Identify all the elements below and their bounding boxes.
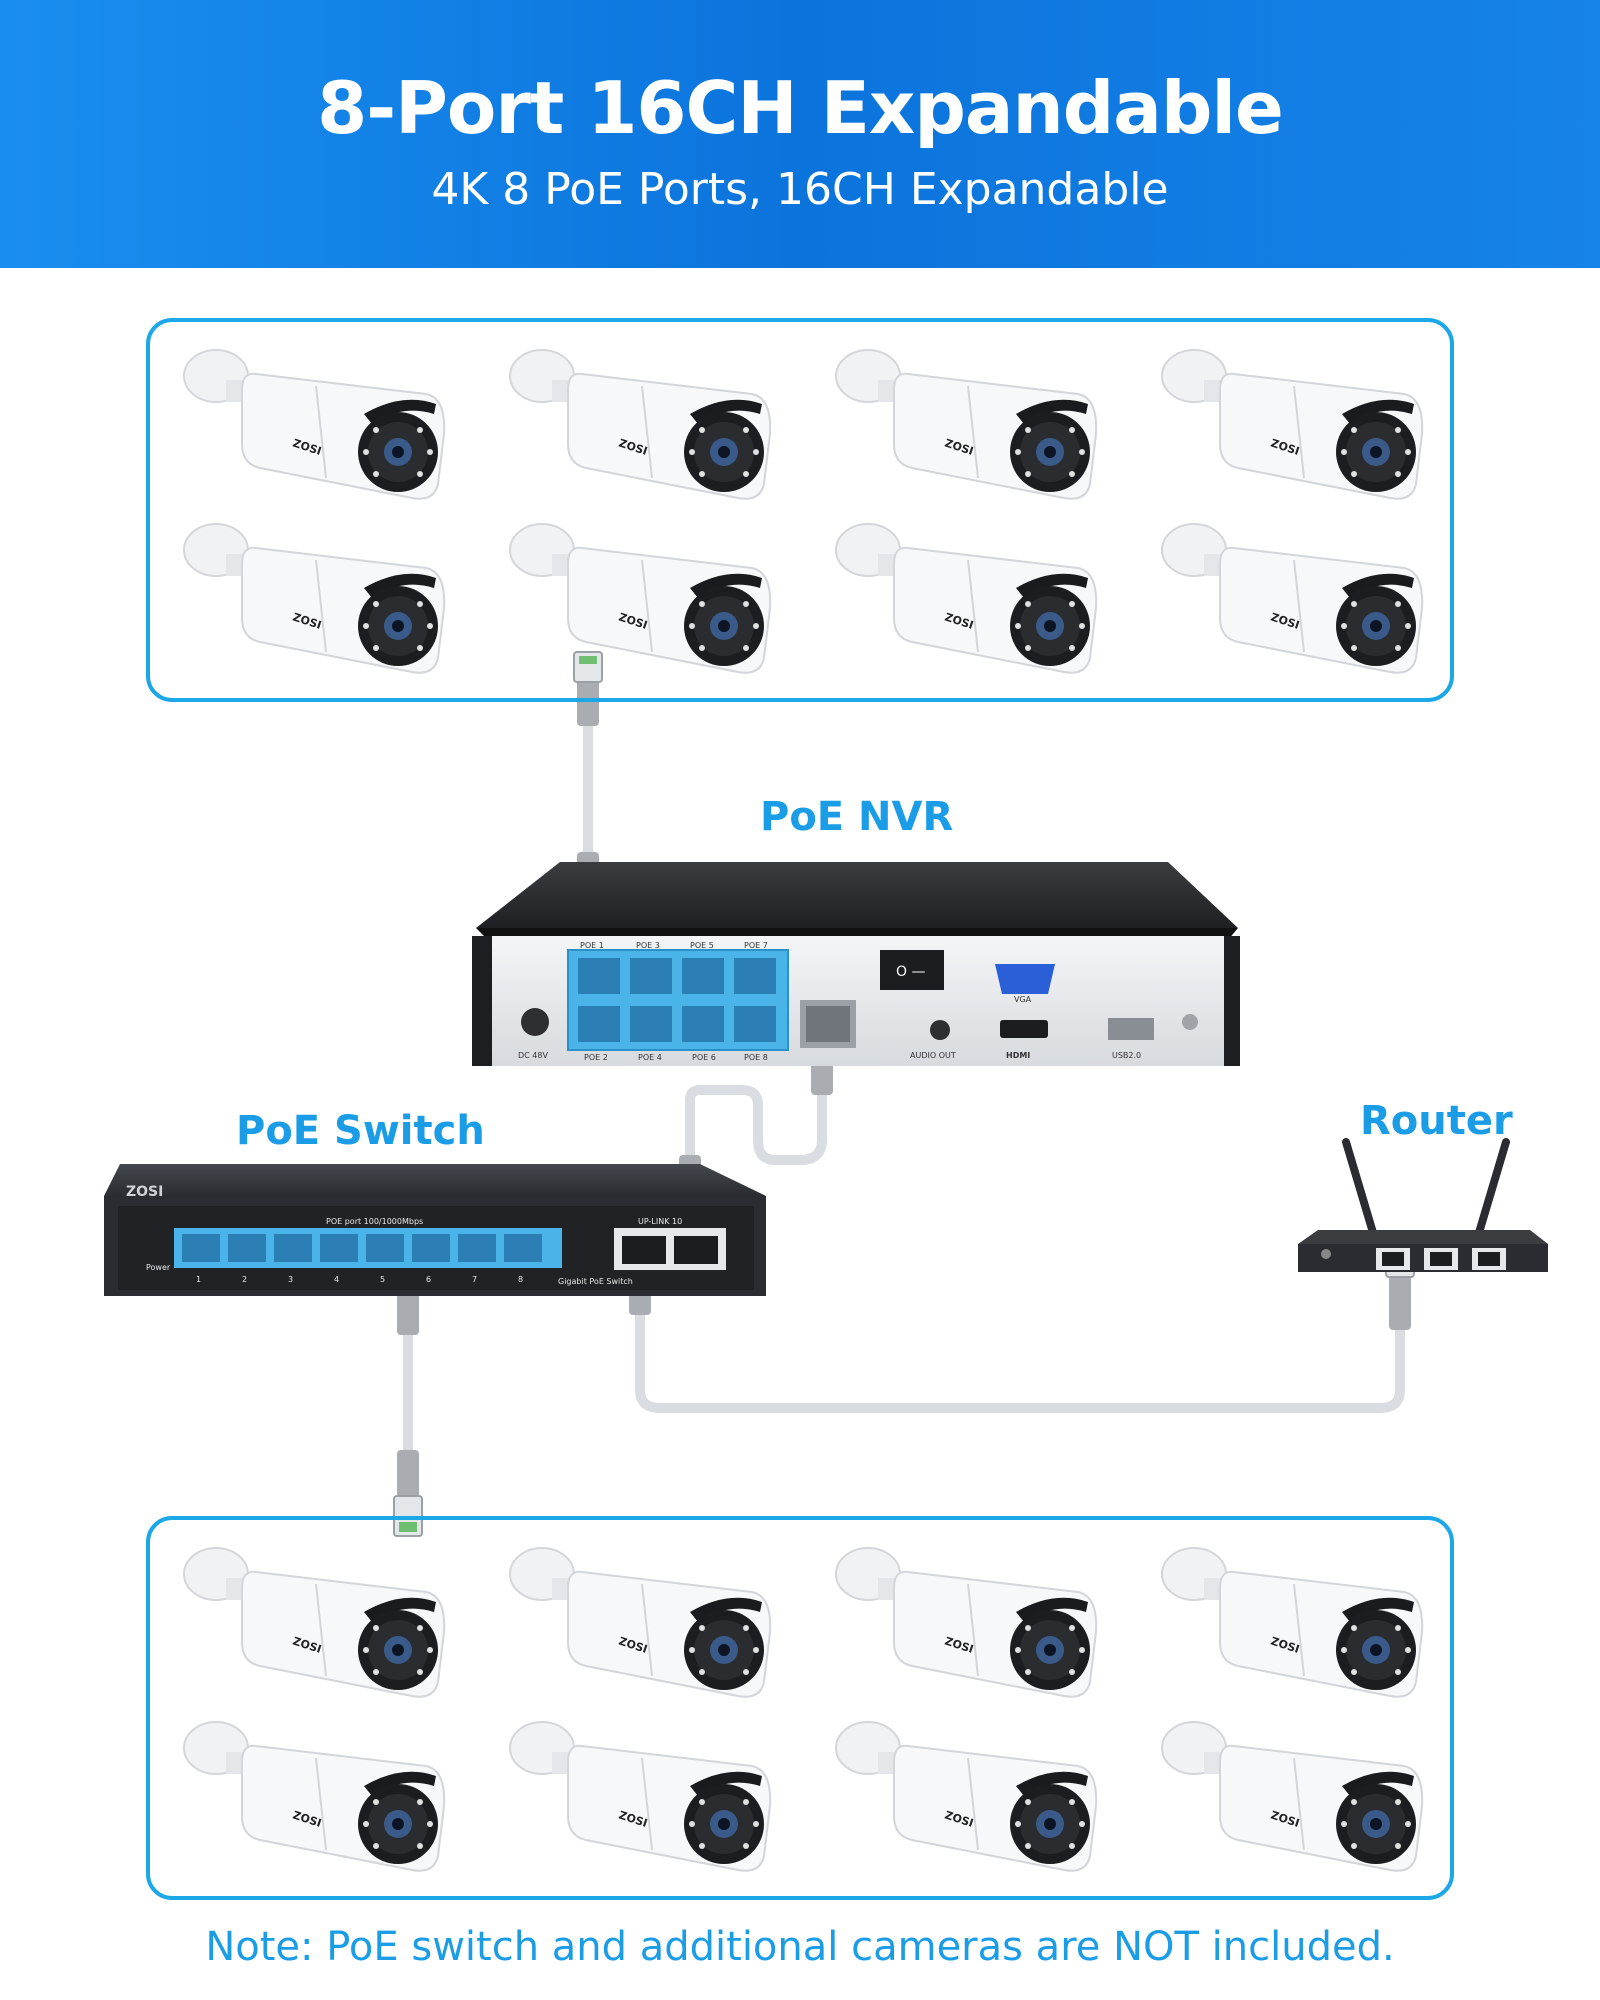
footnote: Note: PoE switch and additional cameras …: [205, 1924, 1395, 1970]
nvr-poe-bottom-2: POE 4: [638, 1053, 662, 1062]
camera-group-top: [146, 318, 1454, 702]
nvr-audio-label: AUDIO OUT: [910, 1051, 956, 1060]
bullet-camera: ZOSI: [502, 1532, 802, 1712]
switch-model-label: Gigabit PoE Switch: [558, 1277, 633, 1286]
nvr-poe-top-2: POE 3: [636, 941, 660, 950]
bullet-camera: ZOSI: [502, 334, 802, 514]
nvr-poe-top-1: POE 1: [580, 941, 604, 950]
switch-port-7: 7: [472, 1275, 477, 1284]
switch-brand: ZOSI: [126, 1184, 163, 1200]
switch-port-5: 5: [380, 1275, 385, 1284]
bullet-camera: ZOSI: [828, 508, 1128, 688]
switch-power-label: Power: [146, 1263, 171, 1272]
nvr-usb-label: USB2.0: [1112, 1051, 1141, 1060]
nvr-dc-label: DC 48V: [518, 1051, 548, 1060]
poe-switch-device: [104, 1164, 766, 1296]
switch-port-4: 4: [334, 1275, 339, 1284]
bullet-camera: ZOSI: [1154, 334, 1454, 514]
bullet-camera: ZOSI: [828, 1532, 1128, 1712]
bullet-camera: ZOSI: [176, 1706, 476, 1886]
nvr-label: PoE NVR: [760, 794, 954, 840]
bullet-camera: ZOSI: [502, 508, 802, 688]
bullet-camera: ZOSI: [176, 508, 476, 688]
bullet-camera: ZOSI: [502, 1706, 802, 1886]
nvr-vga-label: VGA: [1014, 995, 1032, 1004]
switch-port-2: 2: [242, 1275, 247, 1284]
nvr-poe-top-3: POE 5: [690, 941, 714, 950]
switch-label: PoE Switch: [236, 1108, 485, 1154]
nvr-panel-text: POE 1 POE 3 POE 5 POE 7 POE 2 POE 4 POE …: [518, 941, 1141, 1062]
nvr-poe-bottom-1: POE 2: [584, 1053, 608, 1062]
bullet-camera: ZOSI: [176, 334, 476, 514]
bullet-camera: ZOSI: [828, 334, 1128, 514]
nvr-poe-bottom-4: POE 8: [744, 1053, 768, 1062]
bullet-camera: ZOSI: [1154, 1532, 1454, 1712]
nvr-poe-bottom-3: POE 6: [692, 1053, 716, 1062]
switch-port-1: 1: [196, 1275, 201, 1284]
nvr-hdmi-label: HDMI: [1006, 1051, 1030, 1060]
switch-panel-text: ZOSI POE port 100/1000Mbps UP-LINK 10 Po…: [126, 1184, 682, 1286]
router-label: Router: [1360, 1098, 1513, 1144]
bullet-camera: ZOSI: [1154, 1706, 1454, 1886]
switch-port-8: 8: [518, 1275, 523, 1284]
header-banner: 8-Port 16CH Expandable 4K 8 PoE Ports, 1…: [0, 0, 1600, 268]
cable-nvr-to-switch: [685, 1075, 827, 1175]
switch-port-6: 6: [426, 1275, 431, 1284]
switch-uplink-label: UP-LINK 10: [638, 1217, 682, 1226]
camera-group-bottom: [146, 1516, 1454, 1900]
page-subtitle: 4K 8 PoE Ports, 16CH Expandable: [431, 164, 1169, 215]
bullet-camera: ZOSI: [176, 1532, 476, 1712]
nvr-power-switch: O —: [896, 964, 925, 980]
cable-switch-to-router: [635, 1285, 1405, 1413]
page-title: 8-Port 16CH Expandable: [317, 66, 1284, 150]
switch-poe-caption: POE port 100/1000Mbps: [326, 1217, 423, 1226]
router-device: [1298, 1138, 1548, 1272]
switch-poe-ports: [182, 1234, 542, 1262]
switch-port-3: 3: [288, 1275, 293, 1284]
bullet-camera: ZOSI: [1154, 508, 1454, 688]
connector-top-a: [573, 651, 603, 726]
nvr-poe-ports: [578, 958, 776, 1042]
poe-nvr-device: [472, 862, 1240, 1066]
bullet-camera: ZOSI: [828, 1706, 1128, 1886]
nvr-poe-top-4: POE 7: [744, 941, 768, 950]
